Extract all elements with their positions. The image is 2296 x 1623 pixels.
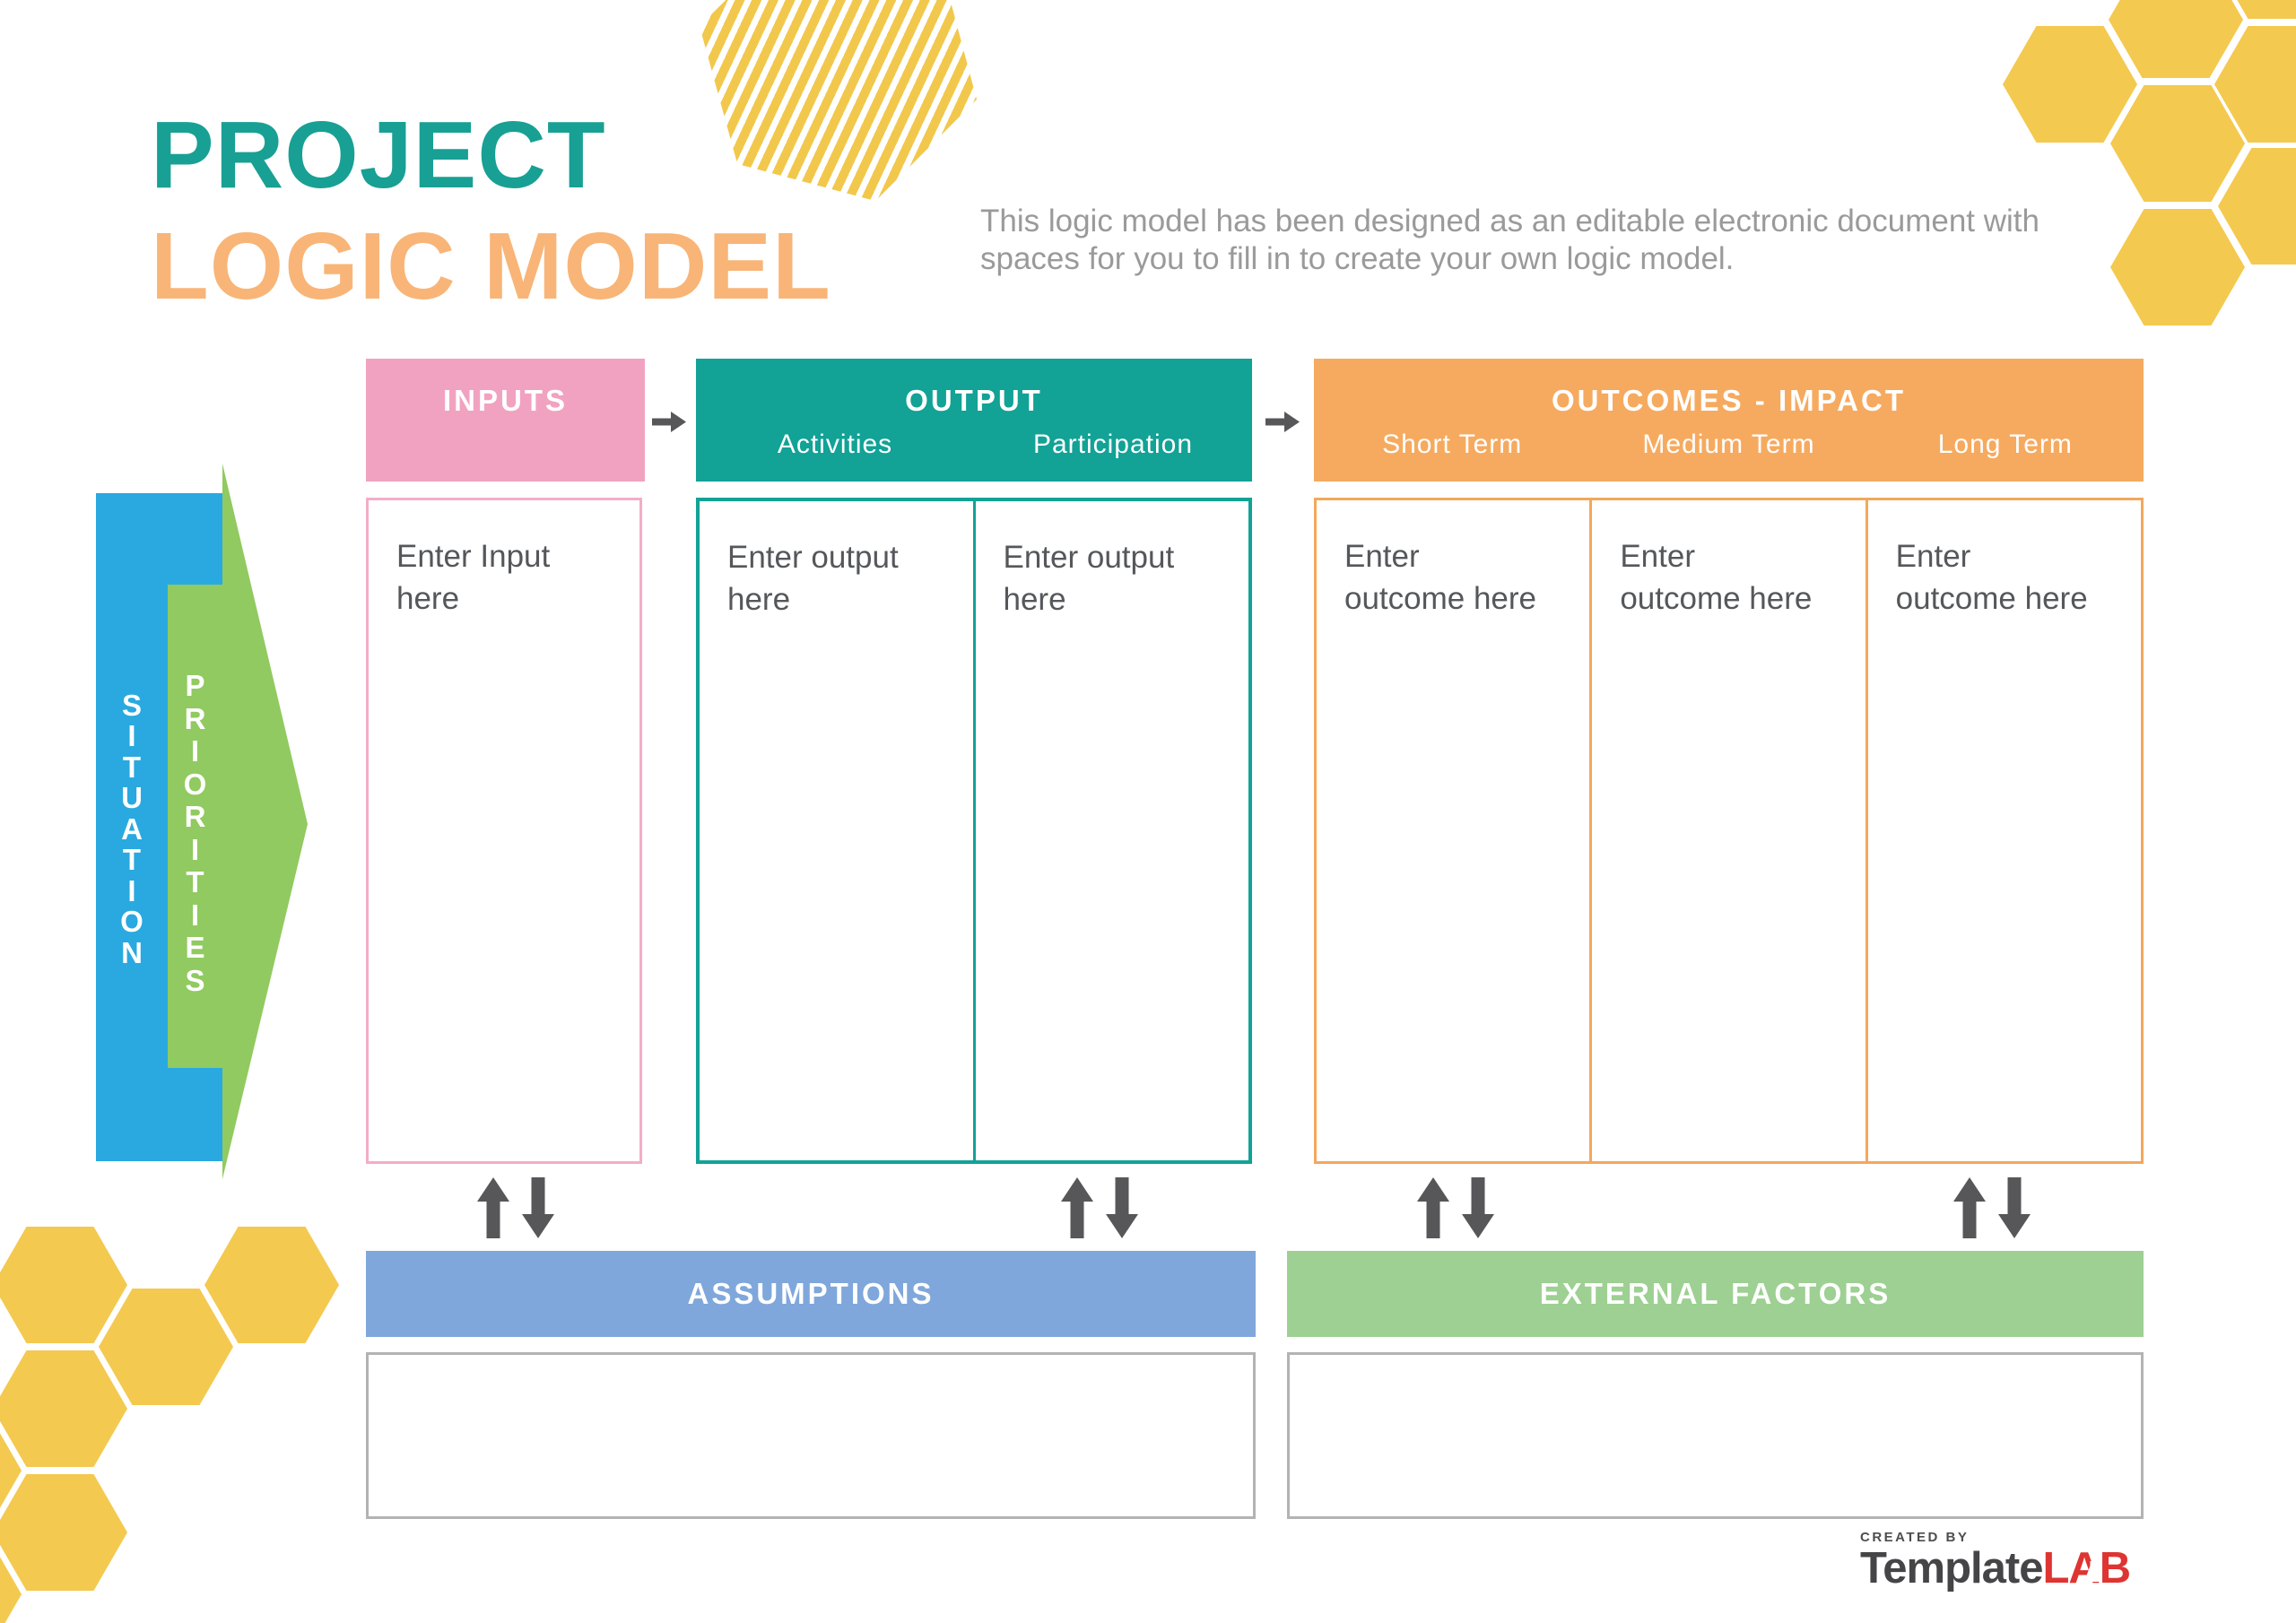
down-arrow-icon (1462, 1177, 1494, 1238)
up-arrow-icon (1953, 1177, 1986, 1238)
outcomes-subheaders: Short Term Medium Term Long Term (1314, 430, 2144, 460)
assumptions-field[interactable] (366, 1352, 1256, 1519)
hexagon-icon (0, 1227, 127, 1343)
up-arrow-icon (1061, 1177, 1093, 1238)
vertical-letter: E (185, 931, 205, 964)
down-arrow-icon (1106, 1177, 1138, 1238)
hexagon-icon (99, 1289, 233, 1405)
right-arrow-icon (652, 412, 686, 432)
vertical-letter: S (185, 963, 205, 997)
inputs-header-label: INPUTS (442, 384, 568, 417)
hexagon-icon (2110, 209, 2245, 325)
vertical-letter: N (121, 935, 143, 969)
up-down-arrows (1061, 1177, 1138, 1238)
created-by-label: CREATED BY (1860, 1530, 1970, 1545)
inputs-field[interactable]: Enter Input here (366, 498, 642, 1164)
up-down-arrows (477, 1177, 554, 1238)
hexagon-icon (2003, 26, 2137, 143)
outcomes-medium-term-field[interactable]: Enter outcome here (1589, 500, 1865, 1161)
vertical-letter: I (127, 719, 136, 753)
inputs-field-column[interactable]: Enter Input here (369, 500, 639, 1161)
outcomes-long-term-field[interactable]: Enter outcome here (1865, 500, 2141, 1161)
outcomes-short-term-placeholder: Enter outcome here (1344, 539, 1537, 616)
flask-icon (2084, 1561, 2100, 1582)
hexagon-icon (204, 1227, 339, 1343)
striped-hexagon-decoration (699, 0, 978, 202)
outcomes-long-term-placeholder: Enter outcome here (1895, 539, 2088, 616)
outcomes-fields: Enter outcome here Enter outcome here En… (1314, 498, 2144, 1164)
vertical-letter: T (122, 750, 142, 784)
down-arrow-icon (522, 1177, 554, 1238)
brand-name-lab: LAB (2042, 1544, 2131, 1593)
output-subheaders: Activities Participation (696, 430, 1252, 460)
vertical-letter: T (122, 843, 142, 877)
vertical-letter: R (184, 800, 206, 833)
vertical-letter: U (121, 781, 143, 815)
outcomes-subheader-medium-term: Medium Term (1642, 430, 1815, 459)
output-header: OUTPUT Activities Participation (696, 359, 1252, 482)
vertical-letter: R (184, 701, 206, 735)
brand-name-template: Template (1860, 1544, 2043, 1593)
brand-name: TemplateLAB (1860, 1544, 2131, 1593)
assumptions-label: ASSUMPTIONS (687, 1277, 935, 1310)
inputs-header: INPUTS (366, 359, 645, 482)
vertical-letter: I (190, 898, 200, 932)
down-arrow-icon (1998, 1177, 2031, 1238)
hexagon-icon (2109, 0, 2243, 78)
external-factors-label: EXTERNAL FACTORS (1539, 1277, 1892, 1310)
assumptions-bar: ASSUMPTIONS (366, 1251, 1256, 1337)
vertical-letter: I (190, 734, 200, 768)
outcomes-subheader-short-term: Short Term (1382, 430, 1523, 459)
priorities-arrow-shape (168, 464, 308, 1179)
templatelab-logo: CREATED BY TemplateLAB (1860, 1530, 2131, 1593)
outcomes-header-label: OUTCOMES - IMPACT (1551, 384, 1907, 417)
output-header-label: OUTPUT (905, 384, 1043, 417)
outcomes-subheader-long-term: Long Term (1937, 430, 2073, 459)
hexagon-icon (0, 1474, 127, 1591)
up-down-arrows (1417, 1177, 1494, 1238)
outcomes-header: OUTCOMES - IMPACT Short Term Medium Term… (1314, 359, 2144, 482)
vertical-letter: O (120, 905, 144, 939)
output-participation-placeholder: Enter output here (1003, 540, 1175, 617)
vertical-letter: I (127, 873, 136, 907)
page-subtitle: This logic model has been designed as an… (980, 204, 2039, 276)
up-arrow-icon (477, 1177, 509, 1238)
output-activities-placeholder: Enter output here (727, 540, 899, 617)
outcomes-medium-term-placeholder: Enter outcome here (1620, 539, 1813, 616)
external-factors-field[interactable] (1287, 1352, 2144, 1519)
hexagon-icon (0, 1350, 127, 1467)
right-arrow-icon (1265, 412, 1300, 432)
output-fields: Enter output here Enter output here (696, 498, 1252, 1164)
vertical-letter: S (121, 688, 142, 722)
hexagon-icon (2110, 85, 2245, 202)
vertical-letter: O (183, 767, 207, 801)
output-participation-field[interactable]: Enter output here (972, 501, 1249, 1160)
vertical-letter: I (190, 832, 200, 866)
output-subheader-participation: Participation (1032, 430, 1194, 459)
vertical-letter: P (185, 669, 205, 702)
inputs-placeholder: Enter Input here (396, 539, 551, 616)
output-activities-field[interactable]: Enter output here (700, 501, 973, 1160)
up-arrow-icon (1417, 1177, 1449, 1238)
output-subheader-activities: Activities (777, 430, 893, 459)
page-title-line2: LOGIC MODEL (151, 213, 831, 319)
outcomes-short-term-field[interactable]: Enter outcome here (1317, 500, 1589, 1161)
vertical-letter: T (186, 865, 204, 898)
vertical-letter: A (121, 812, 143, 846)
external-factors-bar: EXTERNAL FACTORS (1287, 1251, 2144, 1337)
up-down-arrows (1953, 1177, 2031, 1238)
page-title-line1: PROJECT (151, 102, 606, 208)
